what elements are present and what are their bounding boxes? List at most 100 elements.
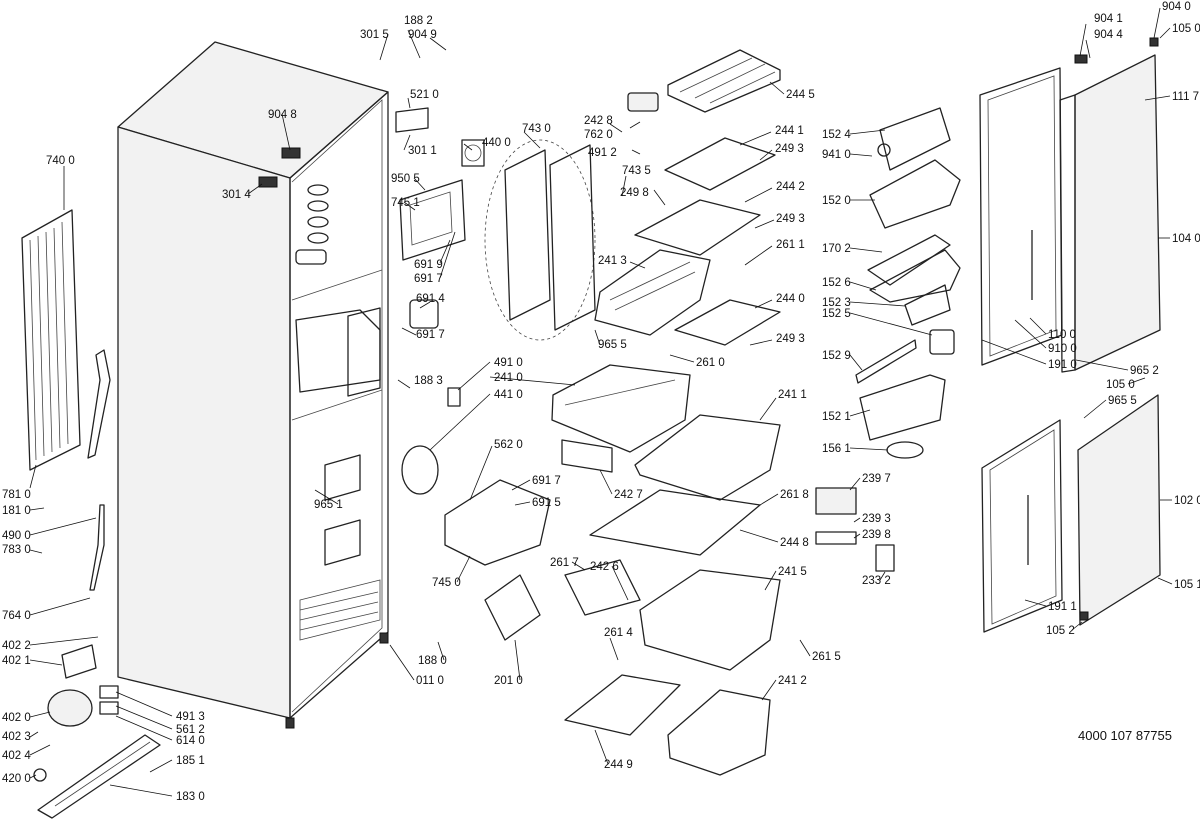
- part-label: 201 0: [494, 675, 523, 687]
- part-label: 011 0: [416, 675, 444, 687]
- compressor-assembly: [33, 504, 161, 819]
- part-label: 152 5: [822, 308, 851, 320]
- part-label: 301 5: [360, 29, 389, 41]
- part-label: 745 0: [432, 577, 461, 589]
- part-label: 261 1: [776, 239, 805, 251]
- part-label: 241 3: [598, 255, 627, 267]
- part-labels: 301 5 188 2 904 9 521 0 904 8 301 1 440 …: [2, 1, 1200, 803]
- part-label: 420 0: [2, 773, 31, 785]
- part-label: 402 0: [2, 712, 31, 724]
- part-label: 188 2: [404, 15, 433, 27]
- leader-lines: [29, 7, 1173, 797]
- part-label: 241 1: [778, 389, 807, 401]
- part-label: 561 2: [176, 724, 205, 736]
- part-label: 105 2: [1046, 625, 1075, 637]
- part-label: 762 0: [584, 129, 613, 141]
- part-label: 249 3: [776, 213, 805, 225]
- part-label: 965 5: [1108, 395, 1137, 407]
- part-label: 152 9: [822, 350, 851, 362]
- cabinet: [117, 41, 389, 729]
- part-label: 156 1: [822, 443, 851, 455]
- part-label: 691 7: [414, 273, 443, 285]
- part-label: 904 0: [1162, 1, 1191, 13]
- part-label: 242 6: [590, 561, 619, 573]
- part-label: 490 0: [2, 530, 31, 542]
- part-label: 239 3: [862, 513, 891, 525]
- part-label: 191 0: [1048, 359, 1077, 371]
- part-label: 691 9: [414, 259, 443, 271]
- part-label: 783 0: [2, 544, 31, 556]
- part-label: 740 0: [46, 155, 75, 167]
- part-label: 965 1: [314, 499, 343, 511]
- part-label: 102 0: [1174, 495, 1200, 507]
- part-label: 105 0: [1172, 23, 1200, 35]
- part-label: 249 3: [776, 333, 805, 345]
- part-label: 301 4: [222, 189, 251, 201]
- part-label: 261 8: [780, 489, 809, 501]
- part-label: 491 2: [588, 147, 617, 159]
- part-label: 104 0: [1172, 233, 1200, 245]
- part-label: 244 0: [776, 293, 805, 305]
- part-label: 440 0: [482, 137, 511, 149]
- part-label: 188 3: [414, 375, 443, 387]
- door-bins: [815, 107, 961, 572]
- part-label: 904 1: [1094, 13, 1123, 25]
- part-label: 691 5: [532, 497, 561, 509]
- part-label: 261 0: [696, 357, 725, 369]
- part-label: 745 1: [391, 197, 420, 209]
- part-label: 170 2: [822, 243, 851, 255]
- document-number: 4000 107 87755: [1078, 728, 1172, 743]
- part-label: 904 4: [1094, 29, 1123, 41]
- part-label: 152 0: [822, 195, 851, 207]
- evaporator-assembly: [395, 107, 596, 341]
- part-label: 965 2: [1130, 365, 1159, 377]
- part-label: 402 4: [2, 750, 31, 762]
- part-label: 491 0: [494, 357, 523, 369]
- part-label: 402 3: [2, 731, 31, 743]
- part-label: 244 8: [780, 537, 809, 549]
- part-label: 261 7: [550, 557, 579, 569]
- doors: [979, 37, 1161, 633]
- part-label: 941 0: [822, 149, 851, 161]
- part-label: 521 0: [410, 89, 439, 101]
- part-label: 402 1: [2, 655, 31, 667]
- part-label: 105 0: [1106, 379, 1135, 391]
- part-label: 965 5: [598, 339, 627, 351]
- part-label: 105 1: [1174, 579, 1200, 591]
- part-label: 562 0: [494, 439, 523, 451]
- part-label: 261 5: [812, 651, 841, 663]
- part-label: 402 2: [2, 640, 31, 652]
- part-label: 491 3: [176, 711, 205, 723]
- part-label: 614 0: [176, 735, 205, 747]
- part-label: 183 0: [176, 791, 205, 803]
- part-label: 261 4: [604, 627, 633, 639]
- part-label: 188 0: [418, 655, 447, 667]
- part-label: 233 2: [862, 575, 891, 587]
- part-label: 691 7: [532, 475, 561, 487]
- part-label: 242 8: [584, 115, 613, 127]
- part-label: 152 1: [822, 411, 851, 423]
- part-label: 185 1: [176, 755, 205, 767]
- part-label: 152 4: [822, 129, 851, 141]
- part-label: 781 0: [2, 489, 31, 501]
- part-label: 244 9: [604, 759, 633, 771]
- part-label: 244 5: [786, 89, 815, 101]
- part-label: 239 8: [862, 529, 891, 541]
- part-label: 241 5: [778, 566, 807, 578]
- part-label: 904 9: [408, 29, 437, 41]
- part-label: 244 1: [775, 125, 804, 137]
- part-label: 691 4: [416, 293, 445, 305]
- part-label: 191 1: [1048, 601, 1077, 613]
- part-label: 244 2: [776, 181, 805, 193]
- part-label: 441 0: [494, 389, 523, 401]
- part-label: 241 2: [778, 675, 807, 687]
- part-label: 249 3: [775, 143, 804, 155]
- part-label: 743 5: [622, 165, 651, 177]
- part-label: 242 7: [614, 489, 643, 501]
- part-label: 910 0: [1048, 343, 1077, 355]
- part-label: 904 8: [268, 109, 297, 121]
- part-label: 111 7: [1172, 91, 1199, 103]
- condenser-coil: [21, 209, 111, 471]
- part-label: 301 1: [408, 145, 437, 157]
